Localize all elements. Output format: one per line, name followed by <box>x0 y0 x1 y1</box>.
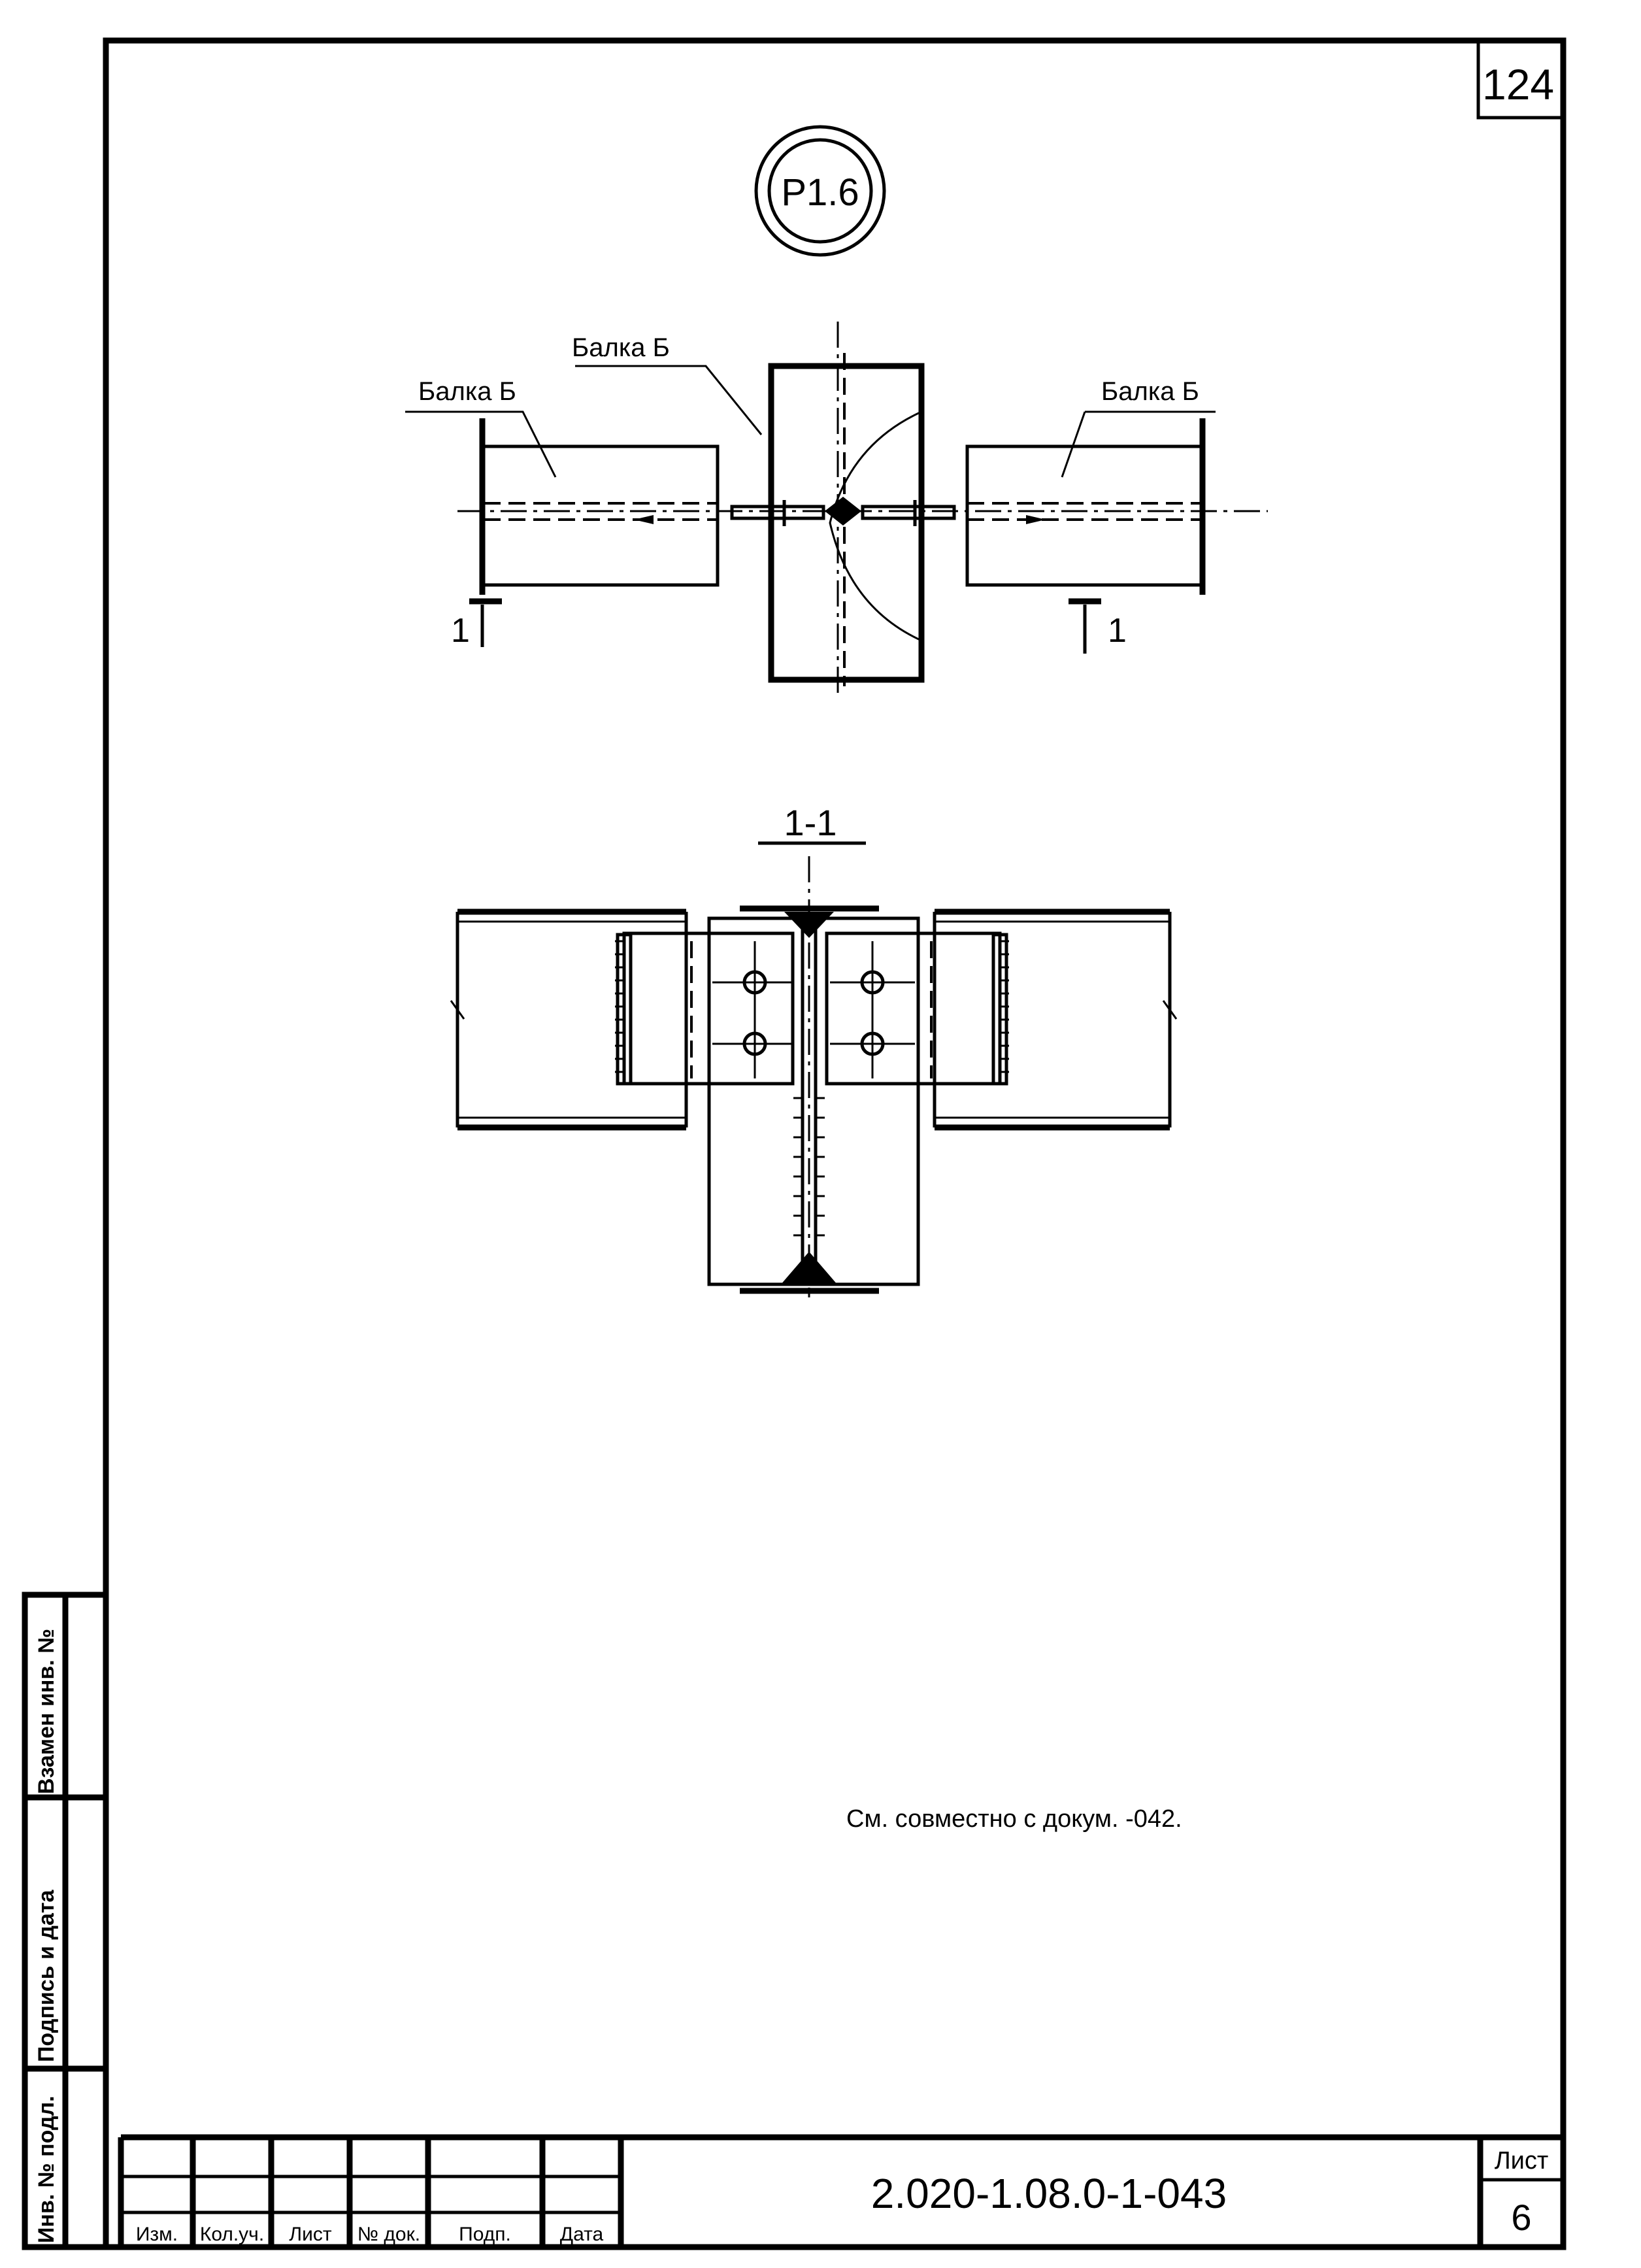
title-block <box>118 2134 1563 2247</box>
top-sheet-number: 124 <box>1482 60 1554 108</box>
side-stamp-replaces-inv: Взамен инв. № <box>34 1629 59 1794</box>
side-stamp-sign-date: Подпись и дата <box>34 1889 59 2062</box>
side-stamp-inv-original: Инв. № подл. <box>34 2095 59 2243</box>
plan-label-beam-center: Балка Б <box>572 333 670 362</box>
view-marker-label: Р1.6 <box>781 171 859 214</box>
title-col-signature: Подп. <box>459 2224 511 2245</box>
top-sheet-number-box <box>1476 41 1563 120</box>
plan-label-beam-left: Балка Б <box>418 377 516 406</box>
section-title: 1-1 <box>784 802 837 843</box>
sheet-value: 6 <box>1511 2197 1531 2238</box>
document-code: 2.020-1.08.0-1-043 <box>871 2170 1227 2217</box>
title-col-doc-number: № док. <box>357 2224 420 2245</box>
sheet-frame <box>22 37 1566 2250</box>
plan-label-beam-right: Балка Б <box>1101 377 1199 406</box>
view-marker-circle <box>754 125 886 257</box>
title-col-sheet: Лист <box>289 2224 331 2245</box>
section-mark-right: 1 <box>1108 612 1127 650</box>
note-see-also: См. совместно с докум. -042. <box>846 1805 1182 1833</box>
section-view <box>450 856 1178 1297</box>
sheet-label: Лист <box>1495 2147 1549 2175</box>
plan-view <box>405 322 1268 693</box>
title-col-change: Изм. <box>136 2224 178 2245</box>
section-mark-left: 1 <box>451 612 470 650</box>
title-col-date: Дата <box>560 2224 604 2245</box>
title-col-count: Кол.уч. <box>200 2224 264 2245</box>
